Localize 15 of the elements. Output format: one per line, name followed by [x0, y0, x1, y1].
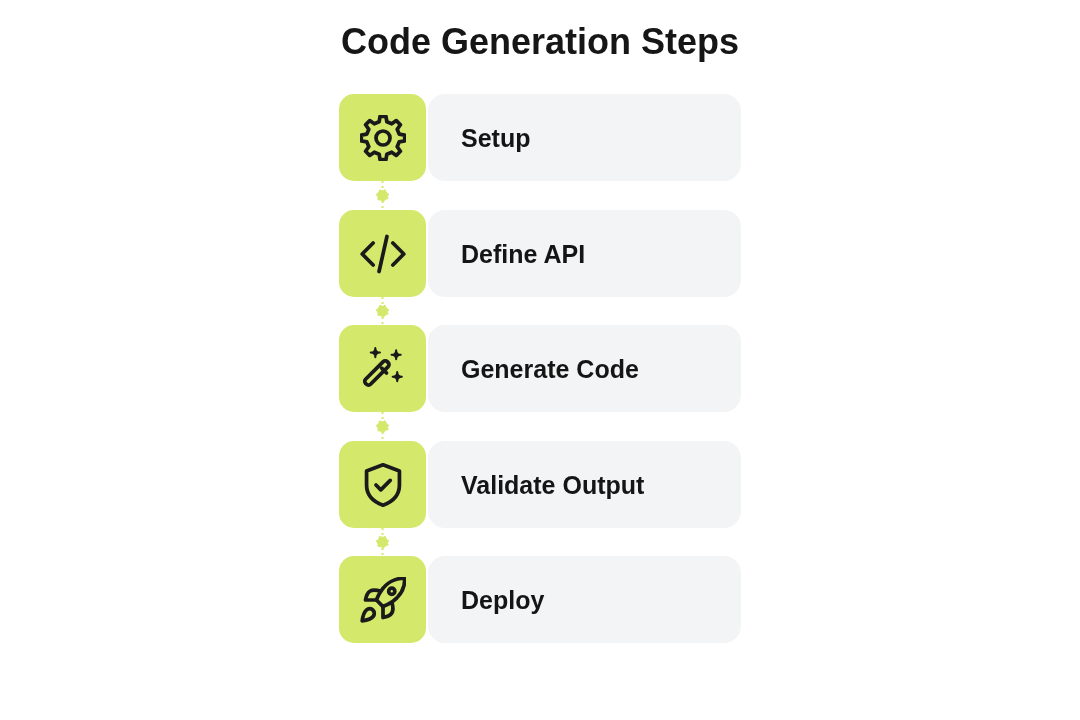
- step-label: Setup: [461, 122, 531, 153]
- icon-tile: [339, 441, 426, 528]
- diagram-title: Code Generation Steps: [340, 20, 740, 64]
- dotted-connector: [376, 411, 389, 442]
- step-label: Deploy: [461, 584, 545, 615]
- step-label: Define API: [461, 238, 586, 269]
- step-label: Validate Output: [461, 469, 645, 500]
- step-label: Generate Code: [461, 353, 639, 384]
- icon-tile: [339, 556, 426, 643]
- dotted-connector: [376, 180, 389, 211]
- icon-tile: [339, 325, 426, 412]
- icon-tile: [339, 94, 426, 181]
- dotted-connector: [376, 527, 389, 557]
- dotted-connector: [376, 296, 389, 326]
- icon-tile: [339, 210, 426, 297]
